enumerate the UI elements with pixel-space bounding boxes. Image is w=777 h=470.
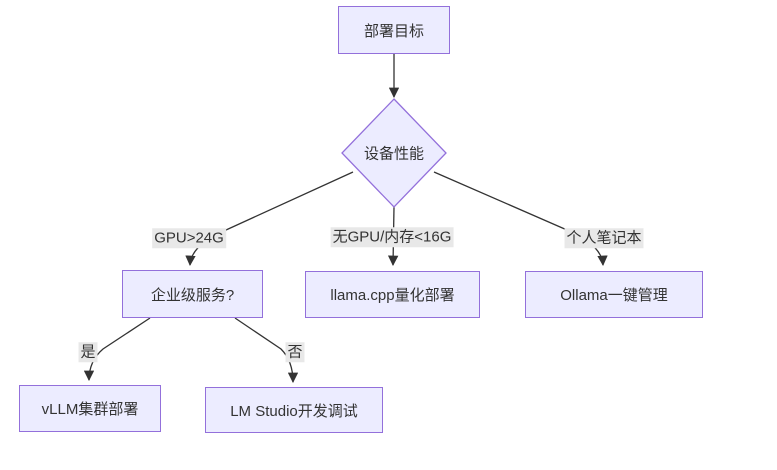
node-ollama-manage-label: Ollama一键管理: [560, 287, 668, 304]
node-enterprise-service: 企业级服务?: [122, 270, 263, 318]
node-vllm-cluster: vLLM集群部署: [19, 385, 161, 432]
node-llamacpp-deploy-label: llama.cpp量化部署: [330, 287, 455, 304]
node-deploy-goal-label: 部署目标: [363, 22, 424, 40]
edge-enterprise-to-vllm: [83, 317, 151, 382]
node-enterprise-service-label: 企业级服务?: [150, 286, 235, 304]
edge-label-personal-laptop: 个人笔记本: [564, 228, 644, 248]
edge-label-nogpu-mem16g: 无GPU/内存<16G: [330, 227, 454, 247]
node-lmstudio-dev-label: LM Studio开发调试: [230, 402, 358, 420]
node-ollama-manage: Ollama一键管理: [525, 271, 703, 318]
node-lmstudio-dev: LM Studio开发调试: [205, 387, 383, 433]
edge-enterprise-to-lmstudio: [234, 317, 299, 384]
node-vllm-cluster-label: vLLM集群部署: [41, 401, 139, 418]
node-device-performance-label: 设备性能: [363, 145, 425, 163]
edge-device-to-enterprise: [185, 171, 354, 267]
node-llamacpp-deploy: llama.cpp量化部署: [305, 271, 480, 318]
edge-device-to-ollama: [433, 171, 608, 267]
edge-label-no: 否: [285, 342, 305, 362]
edge-label-gpu24g: GPU>24G: [152, 228, 226, 248]
edge-label-yes: 是: [78, 342, 98, 362]
node-deploy-goal: 部署目标: [338, 6, 450, 54]
node-device-performance-diamond: [341, 98, 447, 208]
